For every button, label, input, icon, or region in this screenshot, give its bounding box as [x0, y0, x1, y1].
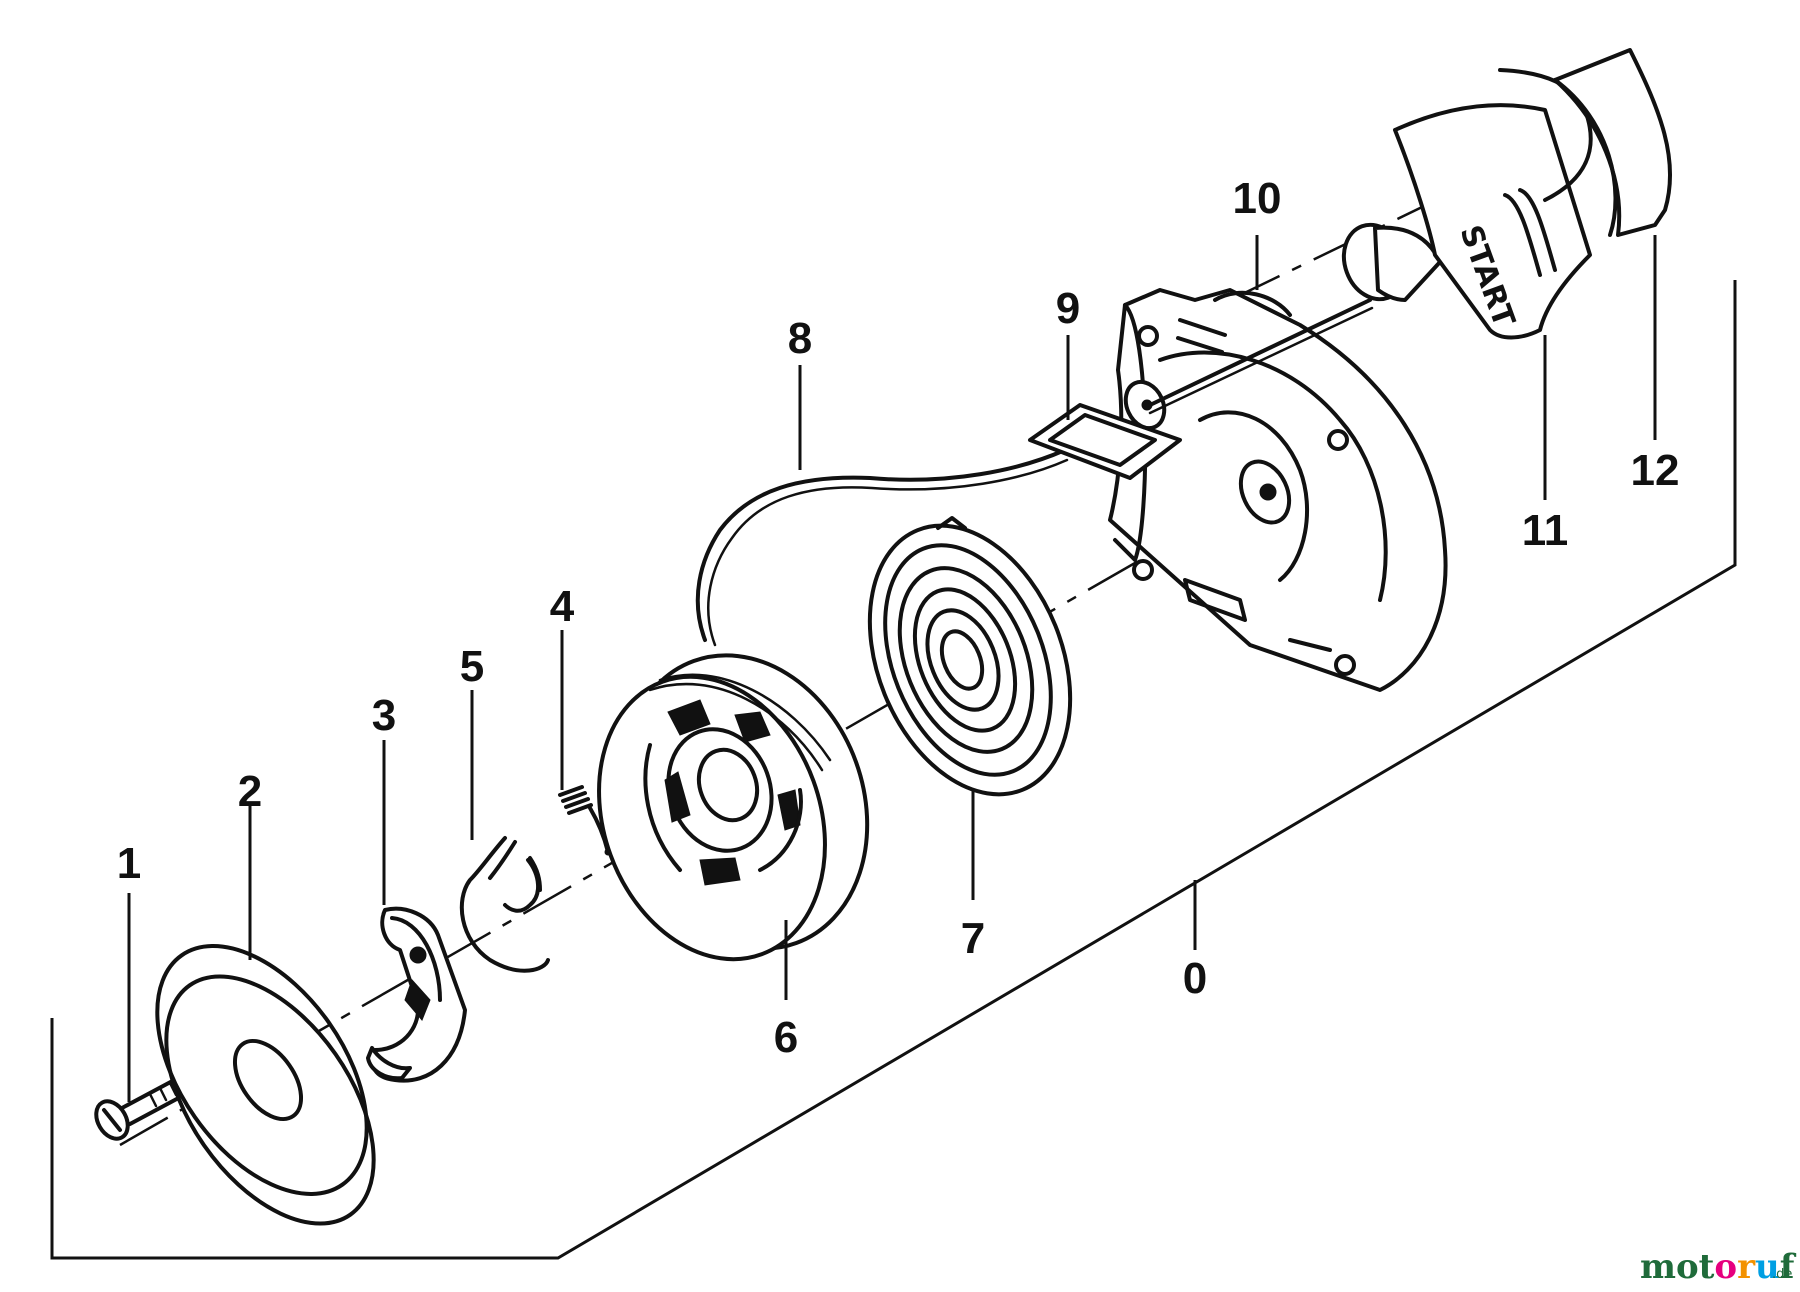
handle-grip [1553, 48, 1673, 237]
part-label-8: 8 [788, 314, 812, 363]
part-label-10: 10 [1233, 174, 1282, 223]
part-label-0: 0 [1183, 954, 1207, 1003]
part-label-6: 6 [774, 1013, 798, 1062]
rope-reel [597, 653, 870, 962]
part-label-1: 1 [117, 839, 141, 888]
leader-lines [127, 235, 1657, 1102]
starter-housing [1108, 288, 1448, 692]
part-label-5: 5 [460, 642, 484, 691]
starter-rope [695, 448, 1069, 647]
part-label-2: 2 [238, 767, 262, 816]
part-label-3: 3 [372, 691, 396, 740]
rope-through [1148, 298, 1372, 407]
rope-guide [1028, 379, 1182, 480]
washer [155, 944, 376, 1226]
part-label-4: 4 [550, 582, 575, 631]
part-label-11: 11 [1522, 506, 1569, 555]
part-label-12: 12 [1631, 446, 1680, 495]
part-label-7: 7 [961, 914, 985, 963]
part-label-9: 9 [1056, 284, 1080, 333]
rope-through-2 [1148, 306, 1374, 415]
pawl [366, 906, 467, 1083]
watermark-suffix: .de [1772, 1267, 1792, 1282]
recoil-spring [867, 516, 1073, 797]
starter-handle: START [1341, 68, 1593, 340]
spring-clip [459, 836, 550, 973]
watermark-logo: motoruf .de [1640, 1247, 1797, 1287]
part-numbers: 1 2 3 4 5 6 7 8 9 10 11 12 0 [117, 174, 1680, 1062]
assembly-bracket [50, 280, 1737, 1260]
watermark-word: motoruf [1640, 1247, 1797, 1287]
